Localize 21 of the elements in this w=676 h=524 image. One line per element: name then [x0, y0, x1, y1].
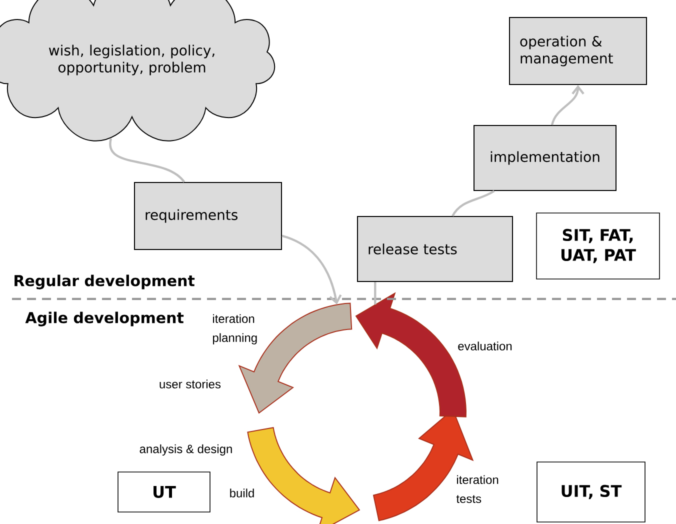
cycle-label: iteration tests: [456, 475, 498, 503]
connector: [109, 138, 186, 183]
test-box: UIT, ST: [536, 462, 646, 522]
process-box: requirements: [134, 182, 282, 250]
cycle-label: analysis & design: [140, 444, 232, 456]
connector: [452, 190, 495, 217]
connector: [282, 234, 342, 304]
test-box: UT: [118, 472, 210, 512]
connector: [374, 282, 376, 304]
test-box: SIT, FAT, UAT, PAT: [536, 212, 660, 280]
cycle-label: iteration planning: [212, 314, 257, 344]
cycle-label: user stories: [160, 380, 221, 388]
process-box: implementation: [474, 125, 616, 191]
section-heading: Agile development: [25, 312, 184, 326]
cycle-label: evaluation: [458, 342, 512, 350]
thought-cloud: wish, legislation, policy, opportunity, problem: [0, 0, 276, 142]
process-box: operation & management: [509, 17, 648, 85]
cycle-label: build: [230, 488, 254, 498]
connector: [550, 85, 584, 126]
process-box: release tests: [357, 216, 513, 282]
section-heading: Regular development: [14, 274, 195, 290]
